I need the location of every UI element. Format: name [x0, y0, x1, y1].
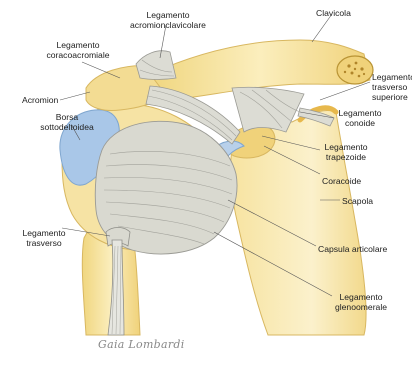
- label-line: Legamento: [38, 40, 118, 50]
- label-legamento-glenoomerale: Legamento glenoomerale: [326, 292, 396, 312]
- label-legamento-coracoacromiale: Legamento coracoacromiale: [38, 40, 118, 60]
- label-line: sottodeltoidea: [34, 122, 100, 132]
- label-line: Legamento: [120, 10, 216, 20]
- acromioclavicular-ligament: [136, 51, 176, 80]
- label-legamento-trapezoide: Legamento trapezoide: [316, 142, 376, 162]
- label-line: Borsa: [34, 112, 100, 122]
- label-line: trasverso: [372, 82, 412, 92]
- label-legamento-trasverso-superiore: Legamento trasverso superiore: [372, 72, 412, 102]
- label-line: Legamento: [330, 108, 390, 118]
- label-line: Legamento: [326, 292, 396, 302]
- label-legamento-acromionclavicolare: Legamento acromionclavicolare: [120, 10, 216, 30]
- label-borsa-sottodeltoidea: Borsa sottodeltoidea: [34, 112, 100, 132]
- label-clavicola: Clavicola: [316, 8, 351, 18]
- label-line: glenoomerale: [326, 302, 396, 312]
- label-line: trasverso: [14, 238, 74, 248]
- label-coracoide: Coracoide: [322, 176, 361, 186]
- label-legamento-conoide: Legamento conoide: [330, 108, 390, 128]
- label-line: conoide: [330, 118, 390, 128]
- label-acromion: Acromion: [22, 95, 58, 105]
- label-capsula-articolare: Capsula articolare: [318, 244, 387, 254]
- label-line: superiore: [372, 92, 412, 102]
- label-scapola: Scapola: [342, 196, 373, 206]
- label-line: Legamento: [316, 142, 376, 152]
- label-line: Legamento: [14, 228, 74, 238]
- label-line: trapezoide: [316, 152, 376, 162]
- artist-signature: Gaia Lombardi: [98, 338, 185, 351]
- label-line: acromionclavicolare: [120, 20, 216, 30]
- label-line: coracoacromiale: [38, 50, 118, 60]
- label-line: Legamento: [372, 72, 412, 82]
- label-legamento-trasverso: Legamento trasverso: [14, 228, 74, 248]
